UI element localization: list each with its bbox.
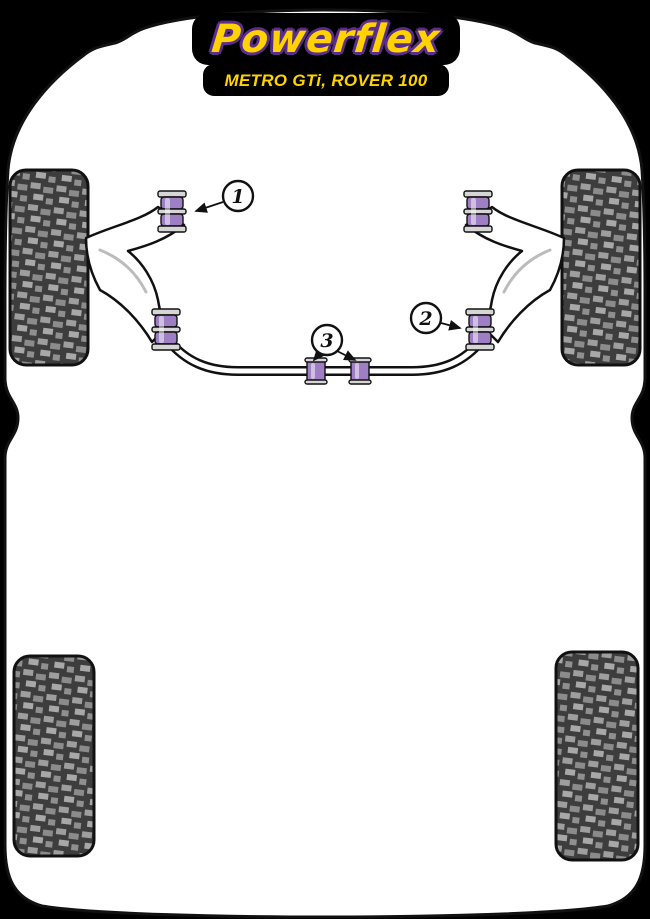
powerflex-logo: Powerflex [209, 16, 443, 62]
car-body-outline [3, 8, 647, 919]
bush-arb-left [304, 357, 328, 385]
powerflex-logo-plate: Powerflex [192, 13, 460, 65]
tire-front-right [560, 168, 642, 367]
bush-front-right-upper [463, 190, 493, 233]
callout-3-number: 3 [320, 330, 333, 352]
wishbone-right-shading [502, 248, 552, 294]
bush-front-right-lower [465, 308, 495, 351]
callout-1: 1 [194, 179, 255, 213]
bush-front-left-upper [157, 190, 187, 233]
callout-3: 3 [310, 323, 357, 362]
tire-front-left [8, 168, 90, 367]
tire-rear-right [554, 650, 640, 862]
model-plate: METRO GTi, ROVER 100 [203, 64, 449, 96]
tire-rear-left [12, 654, 96, 858]
wishbone-left-shading [98, 248, 148, 294]
bush-arb-right [348, 357, 372, 385]
callout-1-number: 1 [231, 186, 244, 208]
model-title: METRO GTi, ROVER 100 [224, 70, 428, 90]
callout-2: 2 [409, 301, 462, 335]
callout-2-number: 2 [418, 308, 432, 330]
bush-front-left-lower [151, 308, 181, 351]
